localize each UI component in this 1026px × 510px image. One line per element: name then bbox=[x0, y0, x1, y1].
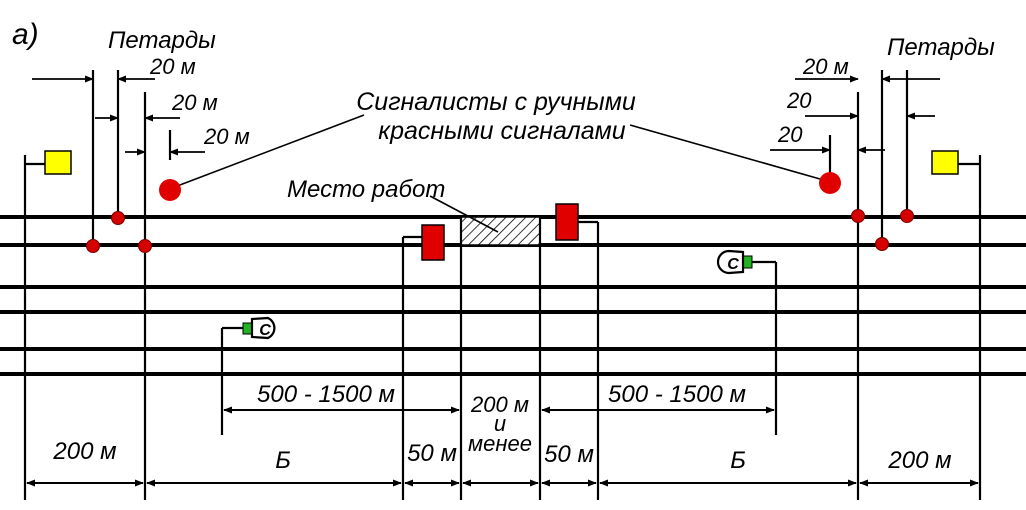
dist-50-right-label: 50 м bbox=[544, 441, 594, 468]
c-sign-letter: С bbox=[259, 322, 271, 339]
petard-icon bbox=[900, 209, 914, 223]
petard-icon bbox=[138, 239, 152, 253]
yellow-signal-icon bbox=[44, 150, 72, 175]
yellow-signal-left bbox=[25, 150, 72, 175]
dim-20m-label: 20 bbox=[777, 122, 803, 147]
c-sign-icon bbox=[716, 249, 745, 275]
yellow-signal-icon bbox=[931, 150, 959, 175]
dist-b-right-label: Б bbox=[730, 447, 746, 474]
petard-icon bbox=[111, 211, 125, 225]
petard-icon bbox=[875, 237, 889, 251]
dim-20m-label: 20 м bbox=[171, 90, 218, 115]
dim-20m-label: 20 м bbox=[149, 54, 196, 79]
petard-icon bbox=[851, 209, 865, 223]
range-right-label: 500 - 1500 м bbox=[608, 381, 746, 408]
dist-50-left-label: 50 м bbox=[407, 440, 457, 467]
yellow-signal-right bbox=[931, 150, 980, 175]
work-site-label: Место работ bbox=[287, 176, 445, 203]
red-signal-left bbox=[403, 224, 445, 261]
center-label-line1: 200 м bbox=[470, 392, 529, 417]
center-label-line3: менее bbox=[468, 431, 532, 456]
leader-line bbox=[629, 124, 821, 180]
dim-20m-label: 20 м bbox=[203, 124, 250, 149]
figure-label: а) bbox=[12, 18, 39, 51]
red-signal-right bbox=[555, 203, 598, 241]
signalmen bbox=[159, 114, 841, 233]
whistle-sign-left: С bbox=[222, 316, 276, 340]
dist-200-right-label: 200 м bbox=[887, 447, 951, 474]
petards-left-label: Петарды bbox=[108, 27, 216, 54]
dist-b-left-label: Б bbox=[275, 447, 291, 474]
extension-lines bbox=[23, 70, 982, 500]
dist-200-left-label: 200 м bbox=[52, 438, 116, 465]
petard-icon bbox=[86, 239, 100, 253]
dim-20m-label: 20 bbox=[786, 88, 812, 113]
center-label-line2: и bbox=[494, 411, 506, 436]
petards-right-label: Петарды bbox=[887, 34, 995, 61]
signalman-left-icon bbox=[159, 179, 181, 201]
red-signal-icon bbox=[555, 203, 579, 241]
green-lamp-icon bbox=[242, 322, 253, 335]
green-lamp-icon bbox=[742, 255, 753, 269]
labels: Петарды Петарды 20 м 20 м 20 м 20 м 20 2… bbox=[52, 27, 995, 474]
c-sign-icon bbox=[250, 316, 276, 340]
signalmen-label-line1: Сигналисты с ручными bbox=[356, 88, 636, 116]
dim-20m-label: 20 м bbox=[802, 54, 849, 79]
signalman-right-icon bbox=[819, 172, 841, 194]
red-signal-icon bbox=[421, 224, 445, 261]
work-site-area bbox=[460, 216, 541, 246]
petard-spacing-left bbox=[32, 75, 205, 156]
leader-line bbox=[429, 195, 499, 233]
petard-spacing-right bbox=[770, 75, 940, 154]
range-left-label: 500 - 1500 м bbox=[257, 381, 395, 408]
c-sign-letter: С bbox=[727, 256, 739, 273]
signalmen-label-line2: красными сигналами bbox=[378, 117, 626, 145]
leader-line bbox=[171, 114, 365, 189]
whistle-sign-right: С bbox=[716, 249, 776, 275]
petards bbox=[86, 209, 914, 253]
